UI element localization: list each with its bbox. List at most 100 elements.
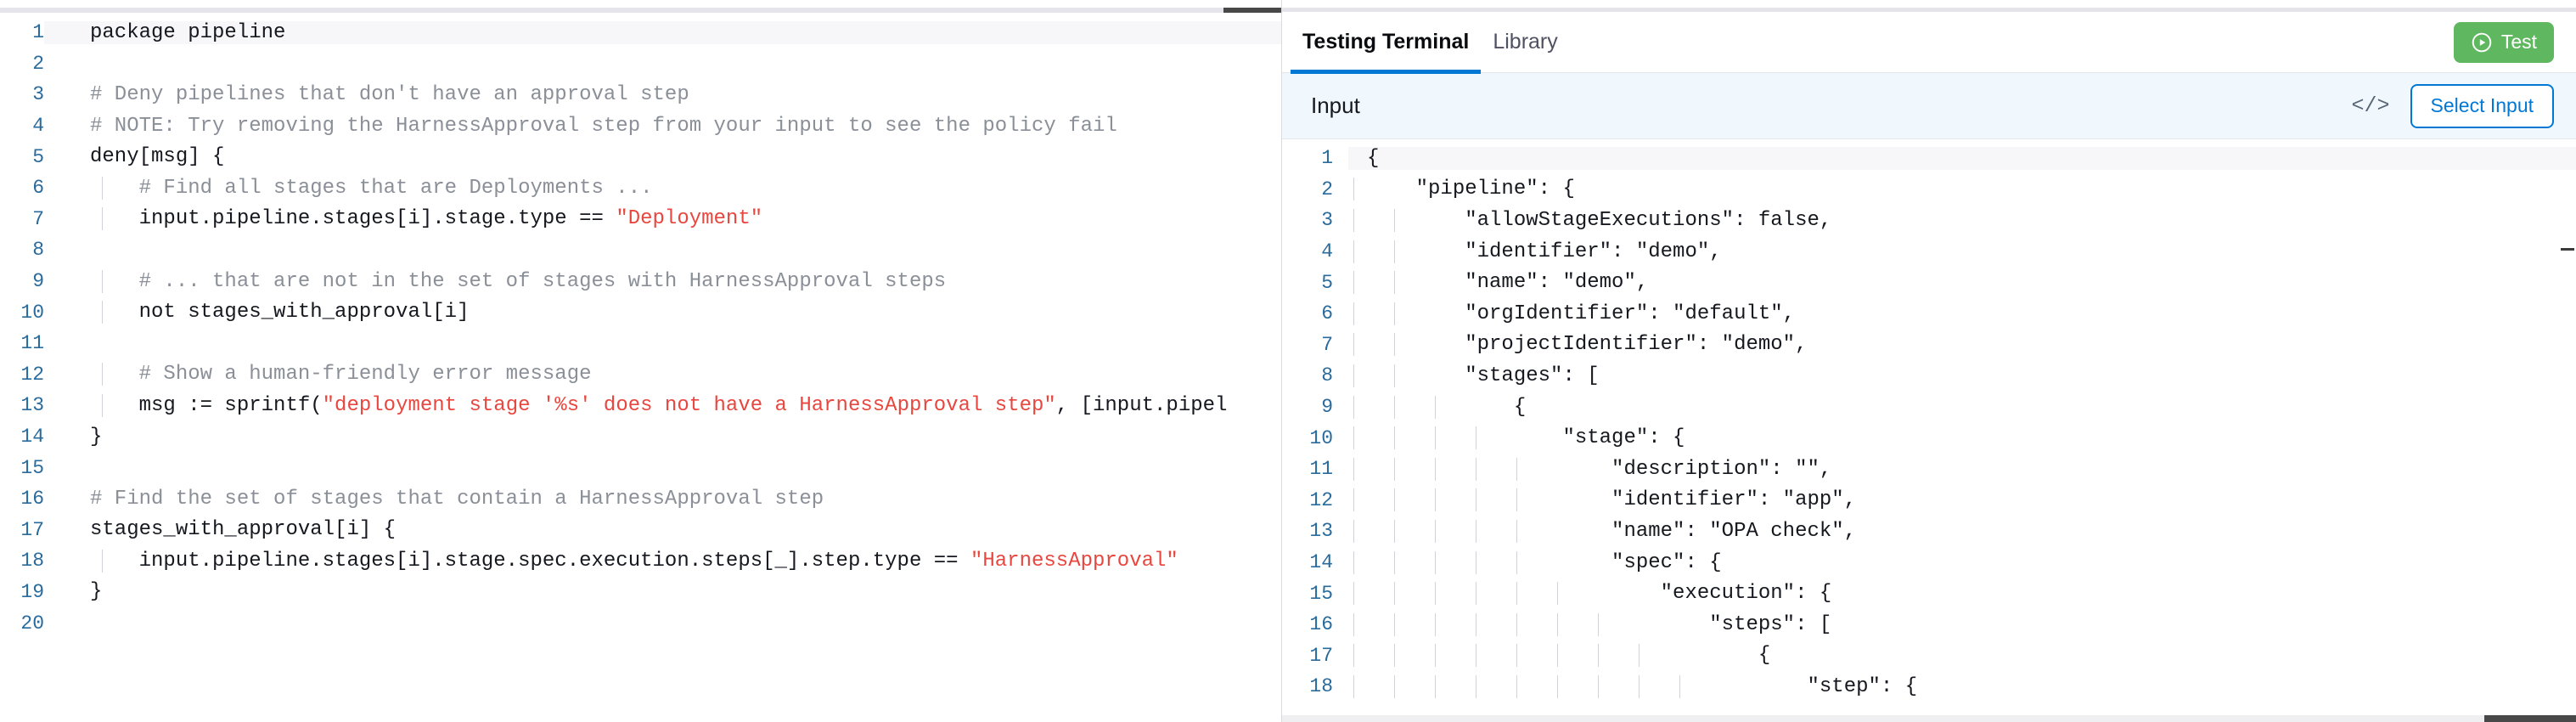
json-line-text[interactable]: "name": "OPA check", — [1348, 519, 2576, 543]
code-line[interactable]: 12 # Show a human-friendly error message — [0, 359, 1281, 391]
line-number: 8 — [32, 239, 44, 262]
code-line[interactable]: 6 # Find all stages that are Deployments… — [0, 172, 1281, 204]
code-line[interactable]: 14} — [0, 421, 1281, 453]
code-line[interactable]: 20 — [0, 607, 1281, 639]
json-line[interactable]: 12 "identifier": "app", — [1282, 485, 2576, 516]
code-line-text[interactable]: } — [44, 580, 1281, 603]
json-indent-guide — [1639, 674, 1640, 698]
json-indent-guide — [1353, 333, 1354, 357]
code-line[interactable]: 10 not stages_with_approval[i] — [0, 296, 1281, 328]
code-line-text[interactable]: input.pipeline.stages[i].stage.type == "… — [44, 207, 1281, 231]
json-token: { — [1367, 644, 1771, 668]
json-horizontal-scrollbar[interactable] — [1282, 715, 2576, 722]
json-line[interactable]: 13 "name": "OPA check", — [1282, 516, 2576, 547]
json-line-text[interactable]: "stage": { — [1348, 426, 2576, 450]
json-line-text[interactable]: "name": "demo", — [1348, 271, 2576, 295]
code-line-text[interactable]: deny[msg] { — [44, 145, 1281, 168]
test-button[interactable]: Test — [2453, 21, 2554, 63]
json-line-text[interactable]: "identifier": "demo", — [1348, 240, 2576, 263]
code-line-text[interactable]: # NOTE: Try removing the HarnessApproval… — [44, 115, 1281, 138]
indent-guide — [102, 549, 103, 573]
json-indent-guide — [1394, 240, 1395, 263]
line-number: 11 — [20, 332, 44, 355]
json-line-text[interactable]: "identifier": "app", — [1348, 488, 2576, 512]
json-line[interactable]: 18 "step": { — [1282, 671, 2576, 702]
code-line[interactable]: 15 — [0, 452, 1281, 483]
editor-scrollbar-track[interactable] — [0, 8, 1281, 13]
viewer-edge-marker — [2561, 248, 2574, 251]
json-line-text[interactable]: { — [1348, 146, 2576, 170]
json-line[interactable]: 10 "stage": { — [1282, 422, 2576, 454]
code-line-text[interactable]: # Find the set of stages that contain a … — [44, 488, 1281, 510]
json-line-text[interactable]: "steps": [ — [1348, 612, 2576, 636]
editor-scrollbar-thumb[interactable] — [1223, 8, 1281, 13]
code-brackets-icon[interactable]: </> — [2351, 93, 2390, 118]
json-line-text[interactable]: { — [1348, 644, 2576, 668]
code-token: package pipeline — [90, 20, 286, 44]
code-line-text[interactable]: # Find all stages that are Deployments .… — [44, 176, 1281, 200]
json-line[interactable]: 14 "spec": { — [1282, 547, 2576, 578]
tab-library[interactable]: Library — [1481, 12, 1569, 73]
json-line[interactable]: 2 "pipeline": { — [1282, 174, 2576, 206]
code-line[interactable]: 9 # ... that are not in the set of stage… — [0, 266, 1281, 297]
json-line-number: 11 — [1309, 458, 1333, 481]
json-indent-guide — [1557, 674, 1558, 698]
json-line-text[interactable]: "stages": [ — [1348, 364, 2576, 387]
json-indent-guide — [1435, 550, 1436, 574]
json-line[interactable]: 15 "execution": { — [1282, 578, 2576, 609]
json-scrollbar-thumb[interactable] — [2484, 715, 2576, 722]
json-line-text[interactable]: "allowStageExecutions": false, — [1348, 208, 2576, 232]
code-line-text[interactable]: package pipeline — [44, 20, 1281, 44]
json-line[interactable]: 9 { — [1282, 392, 2576, 423]
json-line-text[interactable]: "description": "", — [1348, 457, 2576, 481]
code-token: # ... that are not in the set of stages … — [90, 269, 947, 293]
json-line-text[interactable]: { — [1348, 395, 2576, 419]
json-line[interactable]: 16 "steps": [ — [1282, 609, 2576, 640]
select-input-button[interactable]: Select Input — [2410, 83, 2554, 128]
code-line[interactable]: 7 input.pipeline.stages[i].stage.type ==… — [0, 204, 1281, 235]
code-line-text[interactable]: } — [44, 426, 1281, 448]
json-line-text[interactable]: "orgIdentifier": "default", — [1348, 302, 2576, 325]
json-line[interactable]: 4 "identifier": "demo", — [1282, 236, 2576, 268]
json-line[interactable]: 5 "name": "demo", — [1282, 267, 2576, 298]
json-line[interactable]: 6 "orgIdentifier": "default", — [1282, 298, 2576, 330]
code-line-text[interactable]: stages_with_approval[i] { — [44, 518, 1281, 541]
json-indent-guide — [1394, 644, 1395, 668]
code-line[interactable]: 2 — [0, 48, 1281, 80]
code-line-text[interactable]: # Deny pipelines that don't have an appr… — [44, 83, 1281, 106]
code-line-text[interactable]: # ... that are not in the set of stages … — [44, 269, 1281, 293]
code-line[interactable]: 16# Find the set of stages that contain … — [0, 483, 1281, 515]
json-line[interactable]: 17 { — [1282, 640, 2576, 672]
json-line-text[interactable]: "spec": { — [1348, 550, 2576, 574]
code-line-text[interactable]: msg := sprintf("deployment stage '%s' do… — [44, 393, 1281, 417]
tab-testing-terminal-label: Testing Terminal — [1302, 30, 1470, 54]
json-line[interactable]: 11 "description": "", — [1282, 454, 2576, 485]
code-line[interactable]: 3# Deny pipelines that don't have an app… — [0, 79, 1281, 110]
tab-testing-terminal[interactable]: Testing Terminal — [1291, 12, 1482, 74]
code-line[interactable]: 18 input.pipeline.stages[i].stage.spec.e… — [0, 545, 1281, 577]
code-line-text[interactable]: input.pipeline.stages[i].stage.spec.exec… — [44, 549, 1281, 573]
json-line[interactable]: 8 "stages": [ — [1282, 360, 2576, 392]
json-line[interactable]: 3 "allowStageExecutions": false, — [1282, 205, 2576, 236]
json-line[interactable]: 7 "projectIdentifier": "demo", — [1282, 330, 2576, 361]
json-line-text[interactable]: "step": { — [1348, 674, 2576, 698]
json-line[interactable]: 1{ — [1282, 143, 2576, 174]
editor-horizontal-scrollbar[interactable] — [0, 0, 1281, 13]
json-line-text[interactable]: "projectIdentifier": "demo", — [1348, 333, 2576, 357]
json-line-text[interactable]: "pipeline": { — [1348, 178, 2576, 201]
json-indent-guide — [1557, 582, 1558, 606]
code-line[interactable]: 13 msg := sprintf("deployment stage '%s'… — [0, 390, 1281, 421]
code-line[interactable]: 19} — [0, 577, 1281, 608]
input-json-viewer[interactable]: 1{2 "pipeline": {3 "allowStageExecutions… — [1282, 139, 2576, 722]
code-line[interactable]: 4# NOTE: Try removing the HarnessApprova… — [0, 110, 1281, 142]
json-line-text[interactable]: "execution": { — [1348, 582, 2576, 606]
code-line-text[interactable]: # Show a human-friendly error message — [44, 363, 1281, 386]
code-line[interactable]: 11 — [0, 328, 1281, 359]
code-line[interactable]: 8 — [0, 234, 1281, 266]
code-line-text[interactable]: not stages_with_approval[i] — [44, 301, 1281, 324]
json-line-number: 16 — [1309, 613, 1333, 636]
